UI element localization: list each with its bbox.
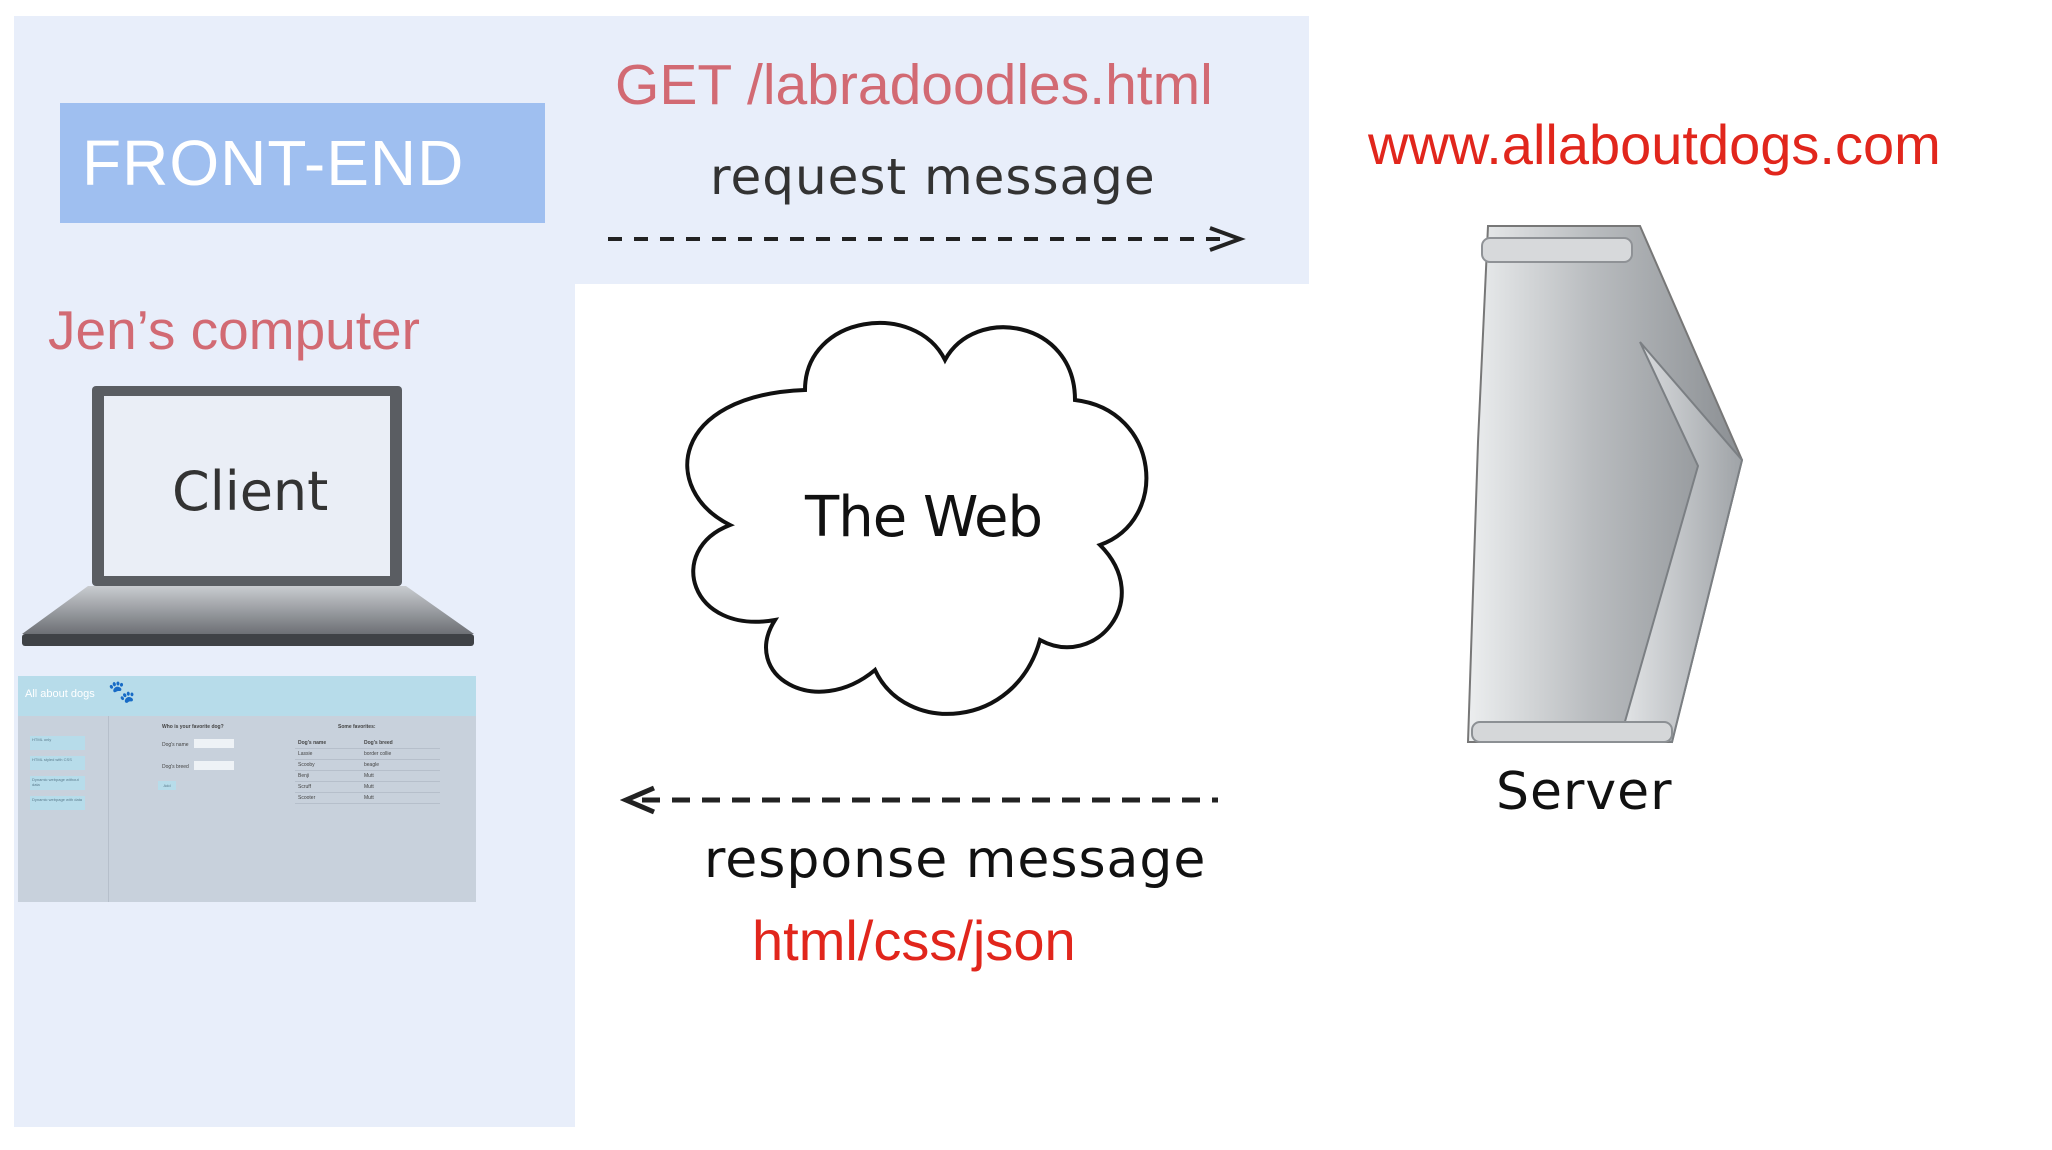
thumbnail-table-cell: Scooter (298, 795, 316, 801)
thumbnail-table-title: Some favorites: (338, 724, 376, 730)
thumbnail-table-rule (295, 748, 440, 749)
thumbnail-table-cell: Lassie (298, 751, 313, 757)
request-arrow (608, 226, 1246, 252)
the-web-label: The Web (805, 485, 1043, 550)
server-label: Server (1496, 762, 1673, 822)
thumbnail-table-cell: Benji (298, 773, 310, 779)
thumbnail-table-cell: beagle (364, 762, 380, 768)
thumbnail-table-cell: Mutt (364, 773, 374, 779)
thumbnail-table-header: Dog's breed (364, 740, 393, 746)
request-message-label: request message (710, 148, 1156, 206)
thumbnail-site-title: All about dogs (25, 688, 95, 700)
thumbnail-table-rule (295, 792, 440, 793)
thumbnail-name-input (194, 739, 234, 748)
thumbnail-add-button: Add (158, 781, 176, 790)
thumbnail-table-rule (295, 803, 440, 804)
thumbnail-table-cell: Scooby (298, 762, 315, 768)
response-arrow (620, 785, 1218, 815)
thumbnail-form-title: Who is your favorite dog? (162, 724, 224, 730)
client-machine-title: Jen’s computer (48, 299, 420, 361)
cloud-icon (685, 321, 1149, 716)
response-message-label: response message (704, 830, 1207, 890)
server-host: www.allaboutdogs.com (1368, 113, 1941, 176)
thumbnail-field-label: Dog's breed (162, 764, 189, 770)
thumbnail-nav-item: HTML only (30, 736, 85, 750)
thumbnail-table-cell: border collie (364, 751, 392, 757)
paw-icon: 🐾 (108, 679, 136, 704)
thumbnail-breed-input (194, 761, 234, 770)
server-icon (1466, 225, 1744, 744)
thumbnail-table-rule (295, 770, 440, 771)
thumbnail-table-rule (295, 781, 440, 782)
thumbnail-nav-item: HTML styled with CSS (30, 756, 85, 770)
thumbnail-table-cell: Mutt (364, 784, 374, 790)
thumbnail-field-label: Dog's name (162, 742, 189, 748)
thumbnail-table-cell: Scruff (298, 784, 311, 790)
thumbnail-sidebar (18, 716, 109, 902)
client-label: Client (172, 460, 329, 523)
request-line: GET /labradoodles.html (615, 53, 1213, 117)
thumbnail-nav-item: Dynamic webpage without data (30, 776, 85, 790)
thumbnail-table-header: Dog's name (298, 740, 327, 746)
laptop-icon (22, 386, 474, 646)
webpage-thumbnail: All about dogs 🐾 HTML only HTML styled w… (18, 676, 476, 902)
response-formats: html/css/json (752, 909, 1076, 972)
thumbnail-header (18, 676, 476, 716)
thumbnail-table-cell: Mutt (364, 795, 374, 801)
thumbnail-table-rule (295, 759, 440, 760)
front-end-badge: FRONT-END (60, 103, 545, 223)
thumbnail-nav-item: Dynamic webpage with data (30, 796, 85, 810)
